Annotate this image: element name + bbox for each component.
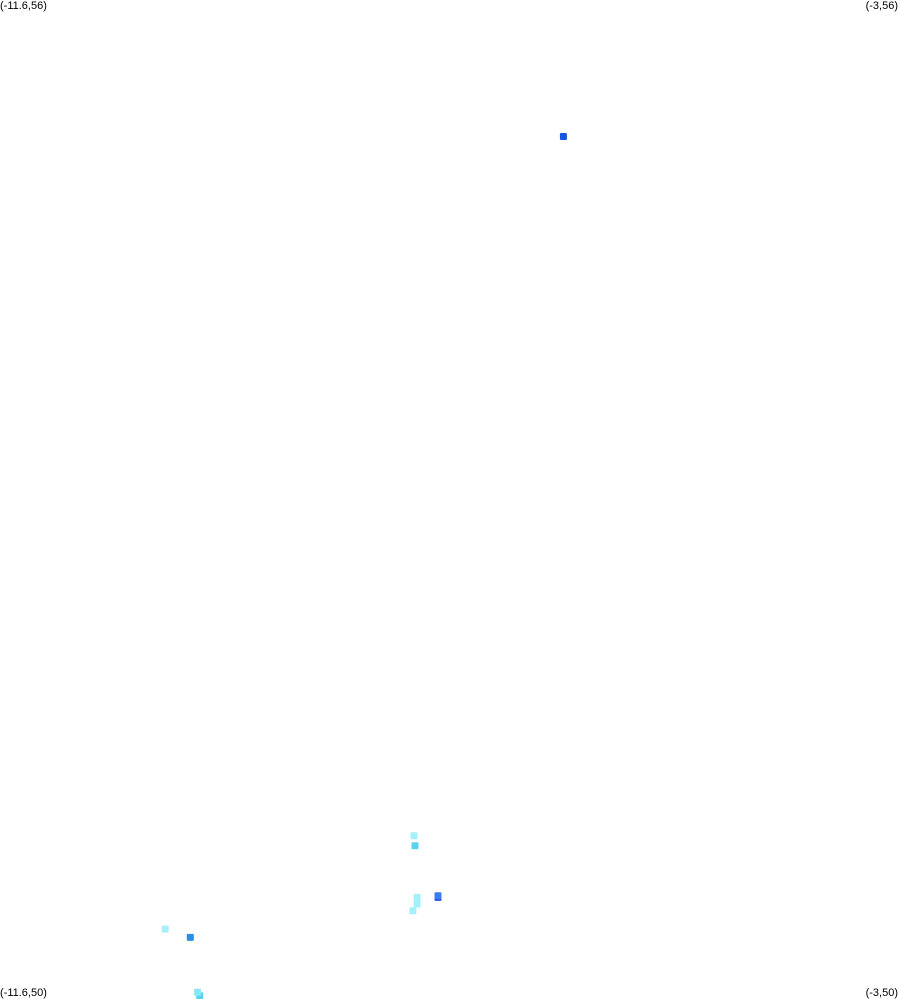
map-point-8 — [409, 907, 417, 915]
map-point-3 — [411, 842, 419, 850]
map-point-10 — [186, 933, 194, 941]
map-point-7 — [413, 900, 421, 908]
map-point-9 — [161, 925, 169, 933]
map-point-12 — [194, 988, 202, 996]
corner-label-top-right: (-3,56) — [865, 0, 898, 12]
corner-label-bottom-left: (-11.6,50) — [0, 987, 47, 999]
map-point-5 — [434, 892, 442, 900]
corner-label-top-left: (-11.6,56) — [0, 0, 47, 12]
map-point-2 — [410, 832, 418, 840]
map-point-6 — [413, 893, 421, 901]
map-point-1 — [559, 133, 567, 140]
corner-label-bottom-right: (-3,50) — [865, 987, 898, 999]
